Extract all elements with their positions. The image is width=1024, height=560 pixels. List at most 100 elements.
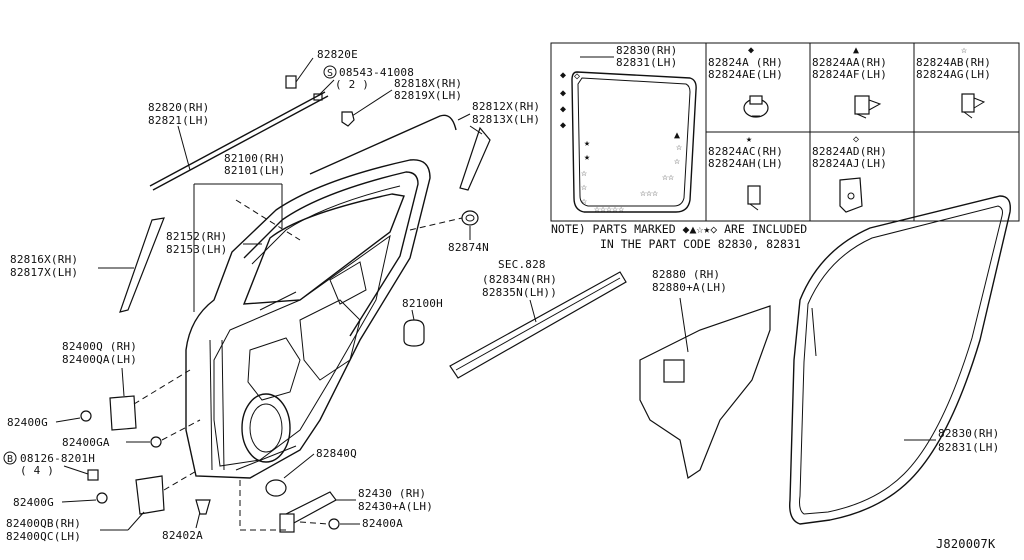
svg-text:82101(LH): 82101(LH) [224, 164, 285, 177]
diagram-code: J820007K [936, 537, 996, 551]
part-82152: 82152(RH) 82153(LH) [166, 230, 262, 256]
legend-c4-symbol: ★ [746, 134, 752, 145]
svg-text:☆☆☆☆☆: ☆☆☆☆☆ [594, 204, 624, 215]
legend-c5-lh: 82824AJ(LH) [812, 157, 887, 170]
svg-text:82817X(LH): 82817X(LH) [10, 266, 78, 279]
legend-c1-lh: 82824AE(LH) [708, 68, 783, 81]
svg-text:☆: ☆ [581, 182, 587, 193]
b-circle-icon [3, 451, 17, 465]
svg-text:☆☆: ☆☆ [662, 172, 674, 183]
svg-text:82400G: 82400G [13, 496, 54, 509]
part-sec-828: SEC.828 (82834N(RH) 82835N(LH)) [449, 258, 627, 379]
part-82840q: 82840Q [265, 447, 357, 497]
svg-text:82880+A(LH): 82880+A(LH) [652, 281, 727, 294]
svg-text:☆: ☆ [674, 156, 680, 167]
svg-text:◆: ◆ [560, 70, 566, 81]
svg-text:82430 (RH): 82430 (RH) [358, 487, 426, 500]
svg-text:82400GA: 82400GA [62, 436, 110, 449]
svg-text:08126-8201H: 08126-8201H [20, 452, 95, 465]
legend-c2-symbol: ▲ [853, 45, 859, 56]
part-08126-8201h: B 08126-8201H ( 4 ) [3, 451, 99, 481]
svg-text:B: B [7, 454, 13, 465]
svg-text:82400QA(LH): 82400QA(LH) [62, 353, 137, 366]
svg-text:82813X(LH): 82813X(LH) [472, 113, 540, 126]
svg-text:82835N(LH)): 82835N(LH)) [482, 286, 557, 299]
svg-text:82880 (RH): 82880 (RH) [652, 268, 720, 281]
part-82874n: 82874N [409, 210, 489, 254]
svg-text:82830(RH): 82830(RH) [938, 427, 999, 440]
svg-text:◆: ◆ [560, 104, 566, 115]
part-82100-door: 82100(RH) 82101(LH) [185, 152, 431, 479]
note-line-1: NOTE) PARTS MARKED ◆▲☆★◇ ARE INCLUDED [551, 222, 807, 236]
svg-text:( 2 ): ( 2 ) [335, 78, 369, 91]
legend-c4-rh: 82824AC(RH) [708, 145, 783, 158]
svg-text:08543-41008: 08543-41008 [339, 66, 414, 79]
part-82402a: 82402A [162, 499, 211, 542]
svg-text:82152(RH): 82152(RH) [166, 230, 227, 243]
clip-ad-drawing [839, 177, 863, 213]
part-82400a: 82400A [299, 517, 403, 530]
svg-text:82400G: 82400G [7, 416, 48, 429]
legend-c2-rh: 82824AA(RH) [812, 56, 887, 69]
svg-text:82831(LH): 82831(LH) [938, 441, 999, 454]
part-08543-41008: S 08543-41008 ( 2 ) [313, 65, 414, 101]
svg-text:82816X(RH): 82816X(RH) [10, 253, 78, 266]
svg-text:▲: ▲ [674, 130, 680, 141]
svg-text:82400Q (RH): 82400Q (RH) [62, 340, 137, 353]
part-82400q: 82400Q (RH) 82400QA(LH) [62, 340, 191, 431]
svg-text:☆☆☆: ☆☆☆ [640, 188, 658, 199]
svg-text:82100H: 82100H [402, 297, 443, 310]
legend-c1-symbol: ◆ [748, 45, 754, 56]
legend-c2-lh: 82824AF(LH) [812, 68, 887, 81]
svg-text:82153(LH): 82153(LH) [166, 243, 227, 256]
part-82880: 82880 (RH) 82880+A(LH) [639, 268, 771, 479]
svg-text:82820(RH): 82820(RH) [148, 101, 209, 114]
note-line-2: IN THE PART CODE 82830, 82831 [600, 237, 801, 251]
svg-text:82100(RH): 82100(RH) [224, 152, 285, 165]
legend-main-lh: 82831(LH) [616, 56, 677, 69]
part-82400qb: 82400QB(RH) 82400QC(LH) [6, 469, 199, 543]
svg-text:82818X(RH): 82818X(RH) [394, 77, 462, 90]
part-82400ga: 82400GA [62, 419, 201, 449]
svg-text:SEC.828: SEC.828 [498, 258, 546, 271]
clip-legend-table: 82830(RH) 82831(LH) ◆ ◇ ◆ ◆ ◆ ★ ★ ☆ ☆ ☆ … [550, 42, 1020, 222]
svg-text:82400QB(RH): 82400QB(RH) [6, 517, 81, 530]
clip-ab-drawing [961, 93, 986, 119]
svg-text:◇: ◇ [574, 71, 580, 82]
svg-text:★: ★ [584, 138, 590, 149]
part-82400g-lower: 82400G [13, 492, 108, 509]
svg-text:☆: ☆ [581, 196, 587, 207]
legend-c3-lh: 82824AG(LH) [916, 68, 991, 81]
svg-text:◆: ◆ [560, 88, 566, 99]
svg-text:82819X(LH): 82819X(LH) [394, 89, 462, 102]
svg-text:82820E: 82820E [317, 48, 358, 61]
legend-main-rh: 82830(RH) [616, 44, 677, 57]
svg-text:◆: ◆ [560, 120, 566, 131]
part-82818x: 82818X(RH) 82819X(LH) [341, 77, 462, 127]
legend-c3-symbol: ☆ [961, 45, 967, 56]
part-82820e: 82820E [285, 48, 358, 89]
part-82830-weatherstrip: 82830(RH) 82831(LH) [789, 195, 1011, 525]
legend-c5-symbol: ◇ [853, 134, 859, 145]
clip-aa-drawing [854, 95, 882, 119]
svg-text:82400QC(LH): 82400QC(LH) [6, 530, 81, 543]
s-circle-icon [323, 65, 337, 79]
part-82816x: 82816X(RH) 82817X(LH) [10, 217, 165, 313]
svg-text:( 4 ): ( 4 ) [20, 464, 54, 477]
legend-c4-lh: 82824AH(LH) [708, 157, 783, 170]
part-82430: 82430 (RH) 82430+A(LH) [239, 480, 433, 533]
part-82812x: 82812X(RH) 82813X(LH) [309, 100, 540, 191]
svg-text:82821(LH): 82821(LH) [148, 114, 209, 127]
legend-c1-rh: 82824A (RH) [708, 56, 783, 69]
seal-mini-drawing: ◆ ◇ ◆ ◆ ◆ ★ ★ ☆ ☆ ☆ ☆☆☆☆☆ ☆☆☆ ☆☆ ☆ ☆ ▲ [560, 70, 697, 215]
part-82100h: 82100H [402, 297, 443, 347]
svg-text:82430+A(LH): 82430+A(LH) [358, 500, 433, 513]
svg-text:82402A: 82402A [162, 529, 203, 542]
svg-text:82812X(RH): 82812X(RH) [472, 100, 540, 113]
svg-text:(82834N(RH): (82834N(RH) [482, 273, 557, 286]
part-82400g-upper: 82400G [7, 410, 92, 429]
svg-text:S: S [327, 68, 333, 79]
clip-ac-drawing [747, 185, 761, 211]
